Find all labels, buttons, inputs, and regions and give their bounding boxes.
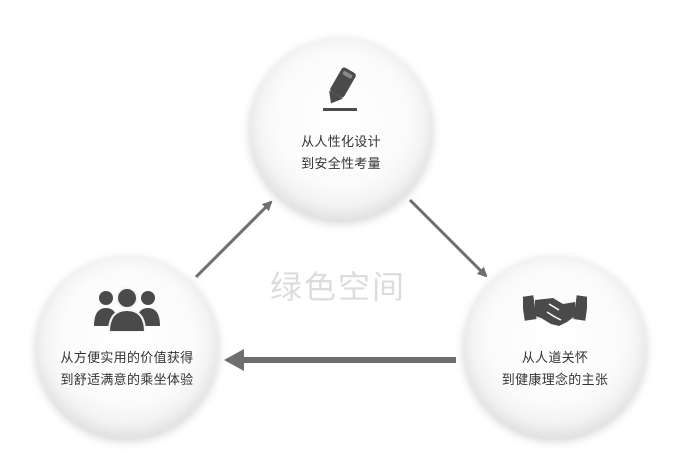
watermark-text: 绿色空间 [270, 268, 407, 306]
arrow-top-to-right [408, 198, 488, 278]
node-top-text: 从人性化设计 到安全性考量 [250, 132, 432, 176]
node-top-line1: 从人性化设计 [301, 135, 381, 150]
node-humanitarian-care: 从人道关怀 到健康理念的主张 [464, 256, 646, 438]
node-left-line2: 到舒适满意的乘坐体验 [60, 373, 194, 388]
arrow-right-to-left-head [224, 349, 244, 371]
pen-icon [323, 67, 357, 111]
node-practical-value: 从方便实用的价值获得 到舒适满意的乘坐体验 [36, 256, 218, 438]
node-left-line1: 从方便实用的价值获得 [60, 351, 194, 366]
node-right-line2: 到健康理念的主张 [501, 373, 609, 388]
arrow-left-to-top [194, 200, 273, 279]
node-top-line2: 到安全性考量 [301, 157, 381, 172]
node-humanized-design: 从人性化设计 到安全性考量 [250, 38, 432, 220]
node-left-text: 从方便实用的价值获得 到舒适满意的乘坐体验 [36, 348, 218, 392]
people-icon [94, 287, 160, 332]
node-right-text: 从人道关怀 到健康理念的主张 [464, 348, 646, 392]
handshake-icon [523, 295, 587, 326]
node-right-line1: 从人道关怀 [521, 351, 589, 366]
